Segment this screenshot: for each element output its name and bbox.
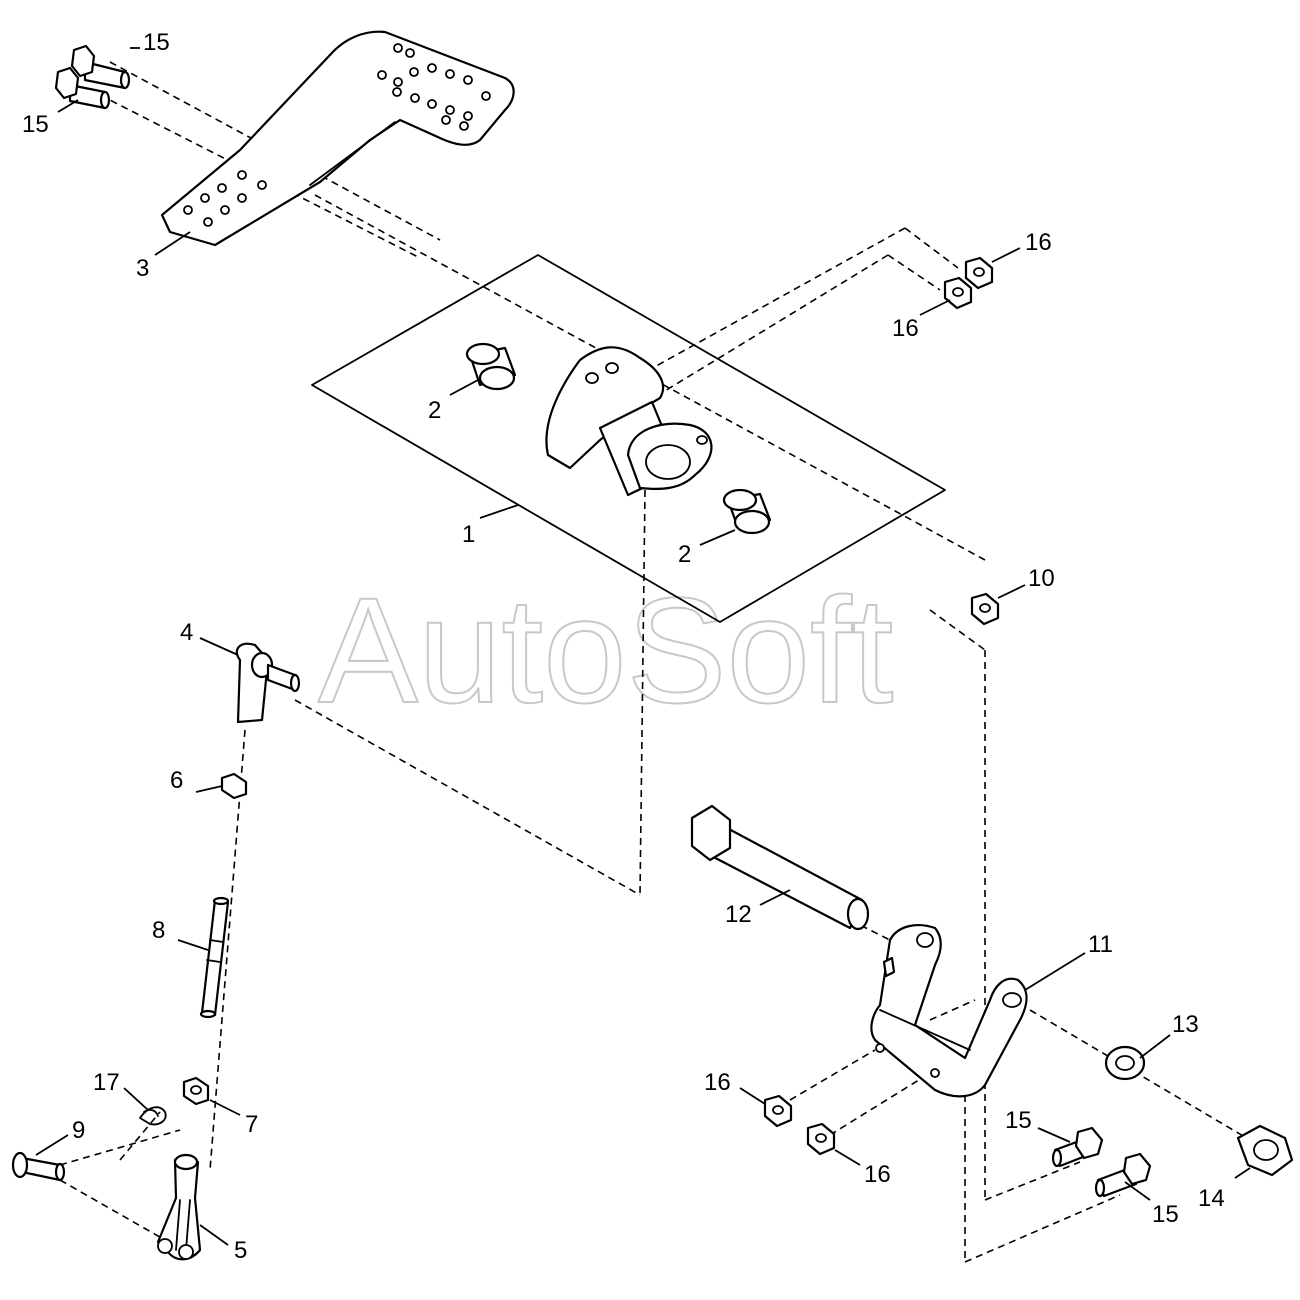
callout-15-top: 15 — [143, 29, 170, 56]
callout-14: 14 — [1198, 1185, 1225, 1212]
callouts: 15 15 3 2 1 2 16 16 10 4 6 8 7 17 9 5 12… — [22, 29, 1225, 1264]
callout-15-lower-a: 15 — [1005, 1107, 1032, 1134]
callout-11: 11 — [1088, 931, 1113, 958]
part-3-pedal — [160, 30, 515, 247]
callout-2-upper: 2 — [428, 397, 441, 424]
callout-5: 5 — [234, 1237, 247, 1264]
part-5-clevis — [156, 1153, 202, 1261]
part-16-nut-upper-a — [964, 256, 994, 290]
callout-16-lower-left: 16 — [704, 1069, 731, 1096]
callout-8: 8 — [152, 917, 165, 944]
callout-12: 12 — [725, 901, 752, 928]
callout-16-lower-mid: 16 — [864, 1161, 891, 1188]
callout-16-upper-right: 16 — [1025, 229, 1052, 256]
watermark: AutoSoft — [318, 566, 893, 734]
part-15-bolt-upper-a — [70, 44, 131, 90]
callout-15-left: 15 — [22, 111, 49, 138]
part-10-nut — [970, 592, 1000, 626]
part-2-bushing-lower — [722, 488, 772, 535]
callout-17: 17 — [93, 1069, 120, 1096]
part-15-bolt-lower-b — [1094, 1152, 1152, 1198]
part-7-nut — [182, 1076, 210, 1106]
part-15-bolt-upper-b — [54, 66, 111, 110]
callout-4: 4 — [180, 619, 193, 646]
part-14-nut — [1236, 1124, 1294, 1177]
callout-16-upper-left: 16 — [892, 315, 919, 342]
leader-lines — [35, 47, 1251, 1246]
callout-9: 9 — [72, 1117, 85, 1144]
part-2-bushing-upper — [465, 342, 517, 391]
callout-7: 7 — [245, 1111, 258, 1138]
part-9-pin — [11, 1151, 66, 1182]
part-4-rod-end — [235, 642, 301, 724]
part-15-bolt-lower-a — [1051, 1126, 1104, 1168]
callout-2-lower: 2 — [678, 541, 691, 568]
part-16-nut-upper-b — [943, 276, 973, 310]
part-6-nut — [220, 772, 248, 800]
callout-10: 10 — [1028, 565, 1055, 592]
assembly-lines — [59, 61, 1251, 1263]
part-12-bolt — [690, 804, 870, 931]
part-16-nut-lower-b — [806, 1122, 836, 1156]
callout-3: 3 — [136, 255, 149, 282]
pedal-holes — [183, 43, 491, 227]
part-17-clip — [139, 1106, 167, 1126]
part-16-nut-lower-a — [763, 1094, 793, 1128]
callout-1: 1 — [462, 521, 475, 548]
part-8-rod — [199, 896, 230, 1019]
callout-13: 13 — [1172, 1011, 1199, 1038]
callout-6: 6 — [170, 767, 183, 794]
part-13-washer — [1104, 1045, 1146, 1081]
callout-15-lower-b: 15 — [1152, 1201, 1179, 1228]
part-1-pedal-bracket — [311, 254, 946, 623]
part-11-lever — [870, 924, 1028, 1098]
